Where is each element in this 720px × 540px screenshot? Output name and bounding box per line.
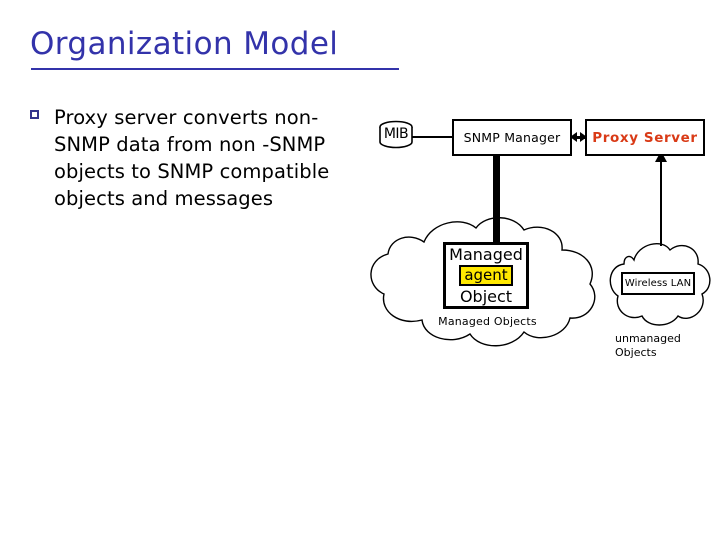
connector-manager-to-managed-object: [493, 155, 500, 245]
proxy-server-box[interactable]: Proxy Server: [585, 119, 705, 156]
title-underline: [31, 68, 399, 70]
connector-manager-proxy-line: [574, 136, 585, 139]
unmanaged-objects-caption-line1: unmanaged: [615, 332, 681, 345]
arrow-head-up-icon: [655, 151, 667, 162]
connector-cloud-to-proxy-line: [660, 160, 662, 246]
bullet-item-label: Proxy server converts non-SNMP data from…: [54, 106, 330, 210]
managed-object-line2: Object: [459, 287, 513, 306]
snmp-manager-label: SNMP Manager: [463, 130, 561, 145]
square-bullet-icon: [30, 110, 39, 119]
page-title: Organization Model: [30, 26, 339, 62]
mib-label: MIB: [383, 126, 409, 142]
arrow-head-right-icon: [580, 132, 587, 142]
proxy-server-label: Proxy Server: [592, 129, 698, 146]
connector-mib-to-snmp-manager: [412, 136, 454, 138]
managed-object-line1: Managed: [449, 245, 523, 264]
agent-highlight-label: agent: [459, 265, 513, 286]
arrow-head-left-icon: [570, 132, 577, 142]
unmanaged-objects-caption-line2: Objects: [615, 346, 657, 359]
unmanaged-objects-caption: unmanaged Objects: [615, 332, 715, 360]
mib-database-icon: [379, 120, 413, 149]
snmp-manager-box[interactable]: SNMP Manager: [452, 119, 572, 156]
managed-objects-caption: Managed Objects: [438, 315, 537, 328]
managed-object-box[interactable]: Managed agent Object: [443, 242, 529, 309]
wireless-lan-box[interactable]: Wireless LAN: [621, 272, 695, 295]
wireless-lan-label: Wireless LAN: [624, 278, 692, 289]
